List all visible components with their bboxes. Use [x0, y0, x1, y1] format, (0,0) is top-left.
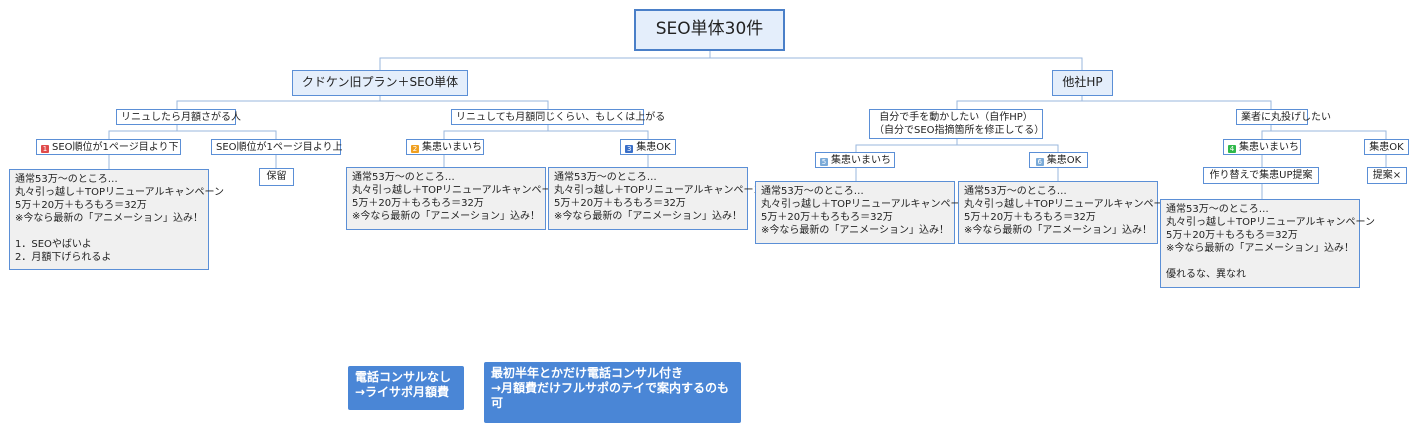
note-c1: 通常53万〜のところ… 丸々引っ越し＋TOPリニューアルキャンペーン 5万＋20… — [755, 181, 971, 244]
note-a1-line: 2．月額下げられるよ — [15, 252, 112, 263]
badge-3-icon: 3 — [625, 145, 634, 153]
note-c2-line: 通常53万〜のところ… — [964, 186, 1067, 197]
note-c2-line: ※今なら最新の「アニメーション」込み！ — [964, 225, 1152, 236]
callout-phone-consult-line2: →月額費だけフルサポのテイで案内するのも — [491, 381, 730, 395]
node-seo-below-page1-label: SEO順位が1ページ目より下 — [52, 142, 179, 153]
callout-phone-consult-line1: 最初半年とかだけ電話コンサル付き — [491, 366, 684, 380]
note-b2-line: 通常53万〜のところ… — [554, 172, 657, 183]
node-b2-label: 集患OK — [636, 142, 671, 153]
note-a1-line: 丸々引っ越し＋TOPリニューアルキャンペーン — [15, 187, 225, 198]
badge-4-icon: 4 — [1228, 145, 1236, 153]
note-b1: 通常53万〜のところ… 丸々引っ越し＋TOPリニューアルキャンペーン 5万＋20… — [346, 167, 562, 230]
callout-phone-consult-first-half[interactable]: 最初半年とかだけ電話コンサル付き →月額費だけフルサポのテイで案内するのも 可 — [484, 362, 741, 423]
note-b1-line: 5万＋20万＋もろもろ＝32万 — [352, 198, 484, 209]
note-c2: 通常53万〜のところ… 丸々引っ越し＋TOPリニューアルキャンペーン 5万＋20… — [958, 181, 1174, 244]
callout-no-phone-consult-line1: 電話コンサルなし — [355, 370, 452, 384]
note-b1-line: ※今なら最新の「アニメーション」込み！ — [352, 211, 540, 222]
node-d1-label: 集患いまいち — [1239, 142, 1299, 153]
node-self-diy-line1: 自分で手を動かしたい（自作HP） — [879, 112, 1033, 123]
node-hold[interactable]: 保留 — [259, 168, 294, 186]
note-a1-line: ※今なら最新の「アニメーション」込み！ — [15, 213, 203, 224]
note-a1-line: 1．SEOやばいよ — [15, 239, 92, 250]
note-d1-line: 通常53万〜のところ… — [1166, 204, 1269, 215]
node-c1-label: 集患いまいち — [831, 155, 891, 166]
node-monthly-down[interactable]: リニュしたら月額さがる人 — [116, 109, 241, 125]
badge-6-icon: 6 — [1035, 158, 1044, 166]
callout-no-phone-consult[interactable]: 電話コンサルなし →ライサポ月額費 — [348, 366, 464, 410]
badge-1-icon: 1 — [41, 145, 49, 153]
node-self-diy[interactable]: 自分で手を動かしたい（自作HP） （自分でSEO指摘箇所を修正してる） — [869, 109, 1045, 139]
node-outsource[interactable]: 業者に丸投げしたい — [1236, 109, 1331, 125]
note-a1-line: 通常53万〜のところ… — [15, 174, 118, 185]
node-b1-label: 集患いまいち — [422, 142, 482, 153]
note-c1-line: 丸々引っ越し＋TOPリニューアルキャンペーン — [761, 199, 971, 210]
note-a1-line — [15, 225, 203, 238]
note-d1-line: 丸々引っ越し＋TOPリニューアルキャンペーン — [1166, 217, 1376, 228]
note-c1-line: ※今なら最新の「アニメーション」込み！ — [761, 225, 949, 236]
note-c2-line: 丸々引っ越し＋TOPリニューアルキャンペーン — [964, 199, 1174, 210]
note-c1-line: 通常53万〜のところ… — [761, 186, 864, 197]
note-b1-line: 通常53万〜のところ… — [352, 172, 455, 183]
note-b2: 通常53万〜のところ… 丸々引っ越し＋TOPリニューアルキャンペーン 5万＋20… — [548, 167, 764, 230]
node-c2-label: 集患OK — [1046, 155, 1082, 166]
node-d2-patients-ok[interactable]: 集患OK — [1364, 139, 1409, 155]
note-b2-line: 5万＋20万＋もろもろ＝32万 — [554, 198, 686, 209]
note-b2-line: ※今なら最新の「アニメーション」込み！ — [554, 211, 742, 222]
note-c1-line: 5万＋20万＋もろもろ＝32万 — [761, 212, 893, 223]
note-d1-line: 5万＋20万＋もろもろ＝32万 — [1166, 230, 1298, 241]
note-b2-line: 丸々引っ越し＋TOPリニューアルキャンペーン — [554, 185, 764, 196]
note-d1-line: ※今なら最新の「アニメーション」込み！ — [1166, 243, 1354, 254]
node-no-proposal[interactable]: 提案× — [1367, 167, 1407, 184]
root-node[interactable]: SEO単体30件 — [634, 9, 785, 51]
note-b1-line: 丸々引っ越し＋TOPリニューアルキャンペーン — [352, 185, 562, 196]
note-a1: 通常53万〜のところ… 丸々引っ越し＋TOPリニューアルキャンペーン 5万＋20… — [9, 169, 225, 270]
node-monthly-same-or-up[interactable]: リニュしても月額同じくらい、もしくは上がる — [451, 109, 665, 125]
note-c2-line: 5万＋20万＋もろもろ＝32万 — [964, 212, 1096, 223]
note-d1-line — [1166, 255, 1354, 268]
badge-5-icon: 5 — [820, 158, 828, 166]
note-d1: 通常53万〜のところ… 丸々引っ越し＋TOPリニューアルキャンペーン 5万＋20… — [1160, 199, 1376, 288]
node-self-diy-line2: （自分でSEO指摘箇所を修正してる） — [874, 125, 1045, 136]
branch-kudoken-seo[interactable]: クドケン旧プラン＋SEO単体 — [292, 70, 468, 96]
callout-phone-consult-line3: 可 — [491, 396, 504, 410]
branch-other-hp[interactable]: 他社HP — [1052, 70, 1113, 96]
note-d1-line: 優れるな、異なれ — [1166, 269, 1246, 280]
callout-no-phone-consult-line2: →ライサポ月額費 — [355, 385, 450, 399]
note-a1-line: 5万＋20万＋もろもろ＝32万 — [15, 200, 147, 211]
node-seo-above-page1[interactable]: SEO順位が1ページ目より上 — [211, 139, 343, 155]
node-rebuild-proposal[interactable]: 作り替えで集患UP提案 — [1203, 167, 1319, 184]
badge-2-icon: 2 — [411, 145, 419, 153]
